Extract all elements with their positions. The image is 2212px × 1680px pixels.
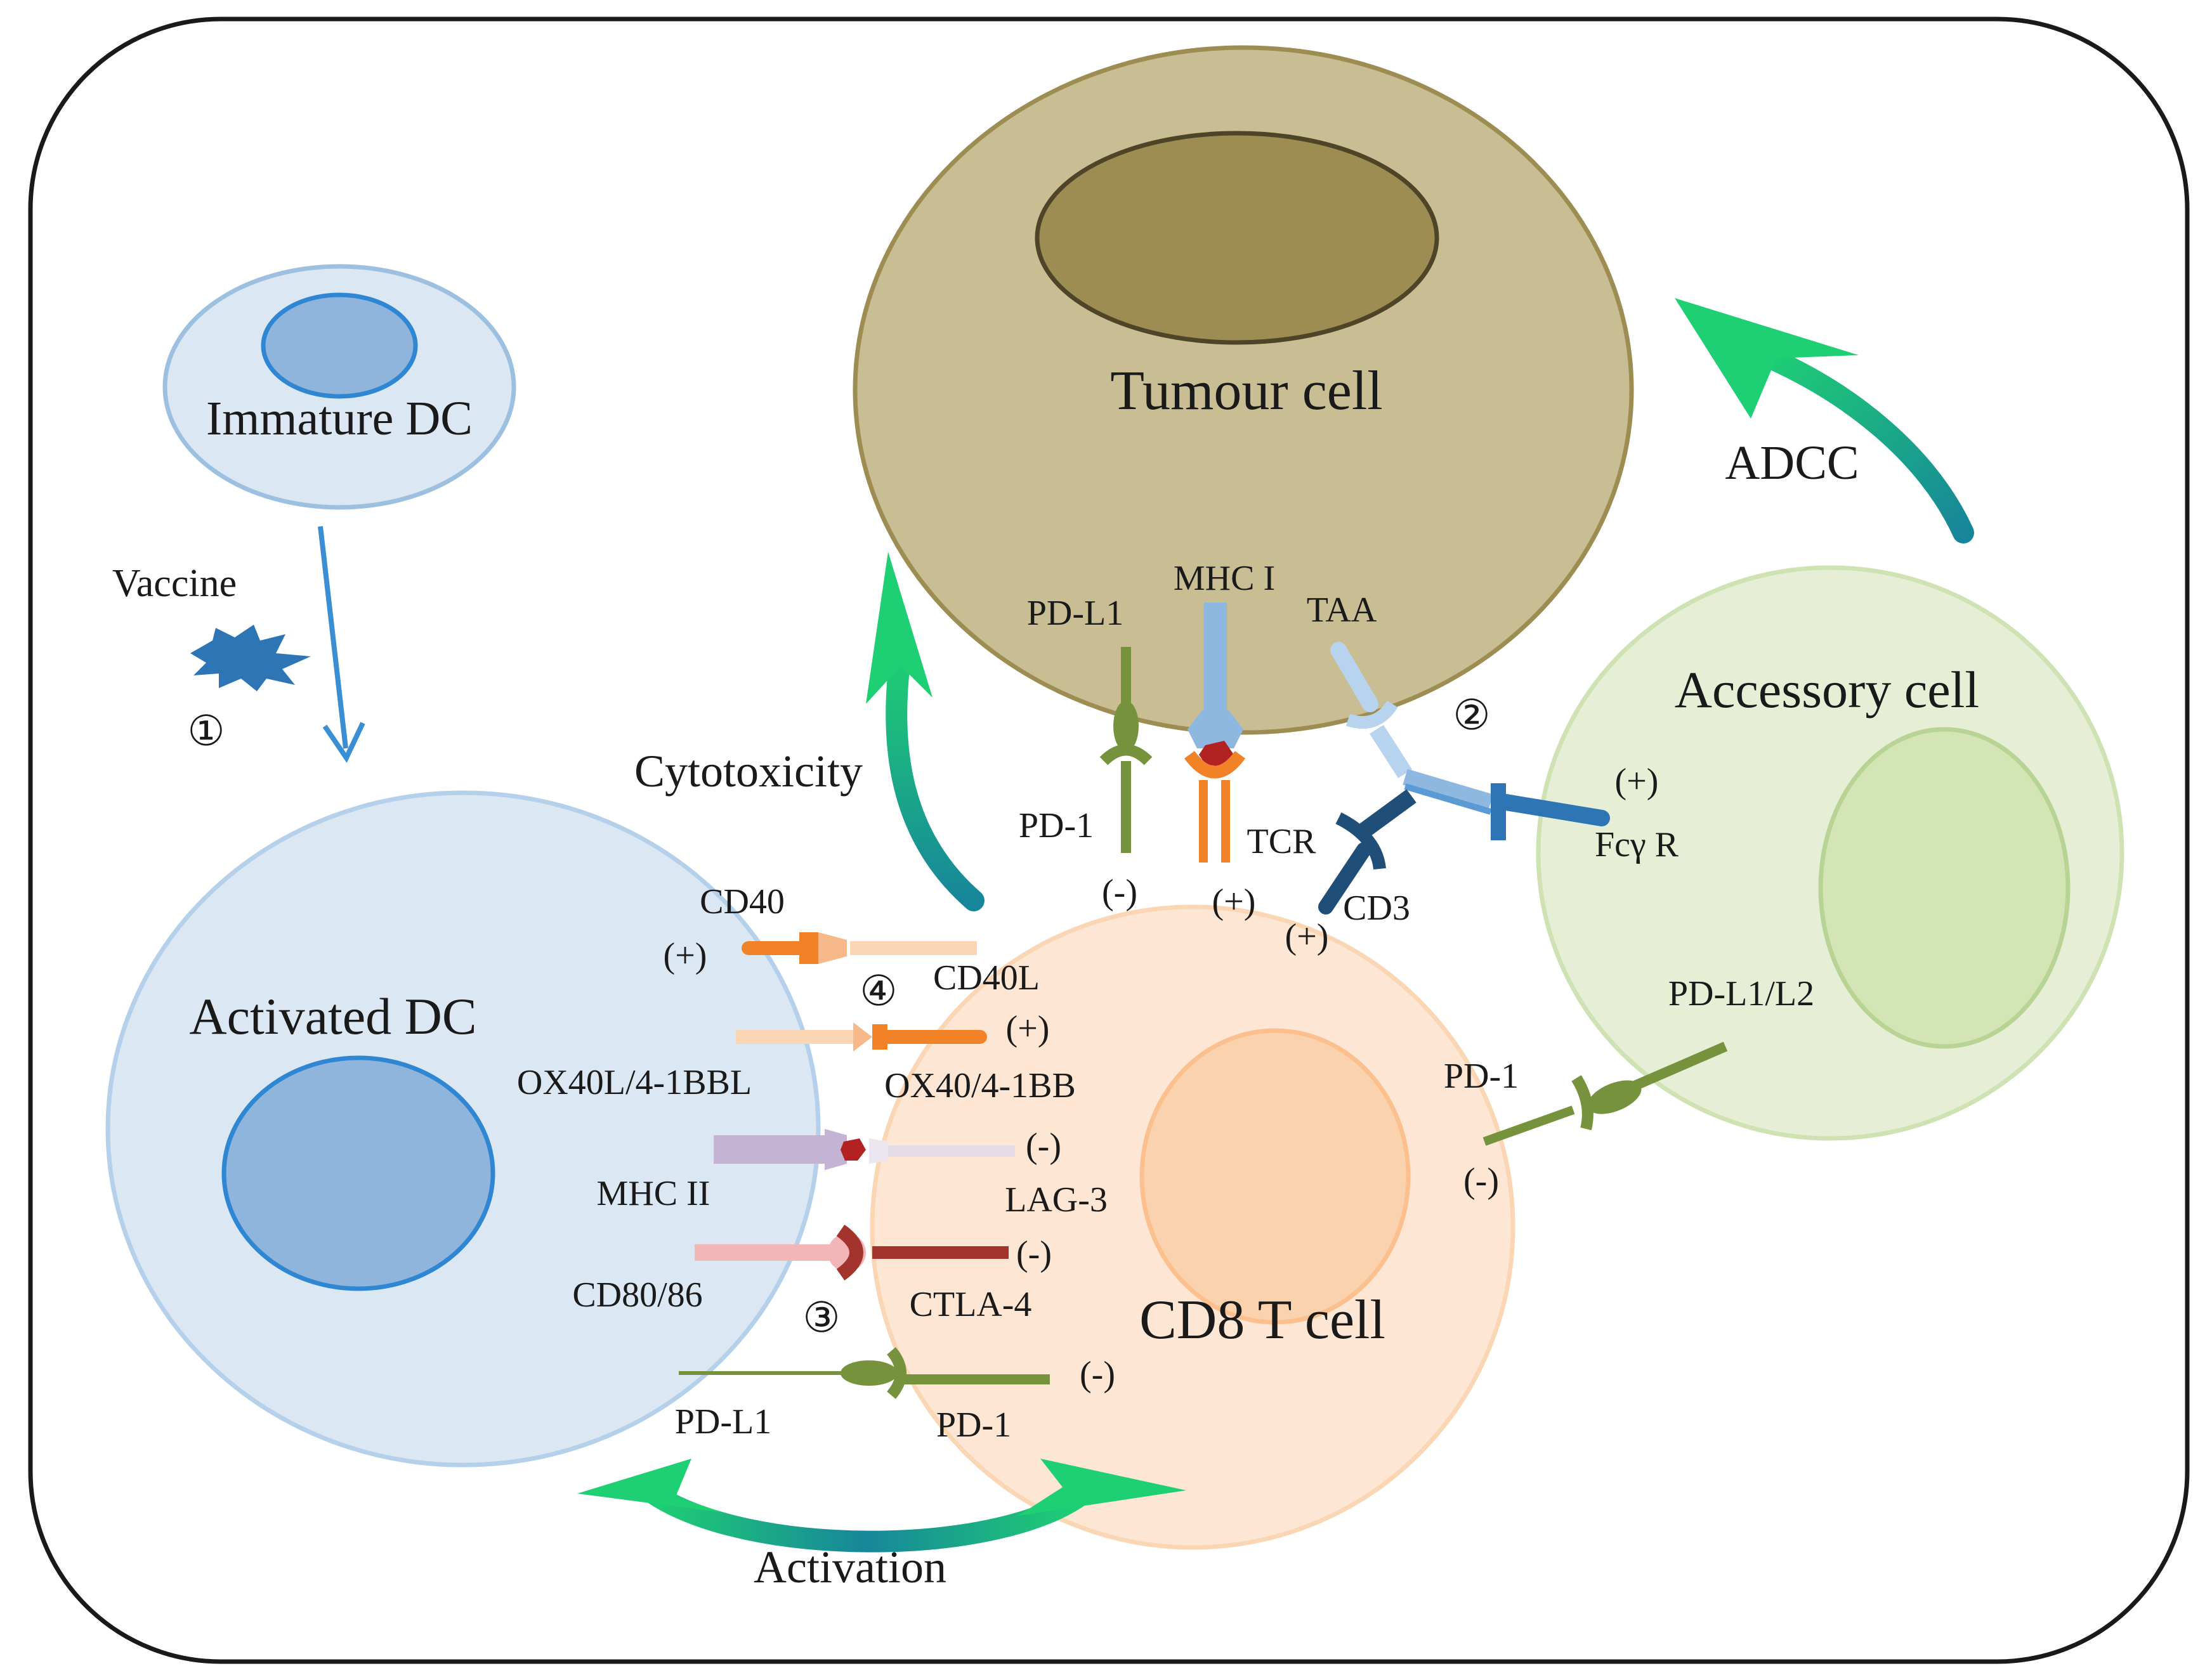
cd40-sign: (+) (664, 936, 707, 975)
pd1-top-sign: (-) (1102, 873, 1137, 912)
fcgr-label: Fcγ R (1595, 825, 1679, 864)
activated-dc-nucleus (221, 1055, 495, 1291)
immature-dc-label: Immature DC (206, 392, 473, 445)
accessory-cell (1536, 565, 2124, 1141)
ox40-sign: (+) (1006, 1009, 1050, 1048)
cd80-ctla4-pair (695, 1224, 1009, 1281)
adcc-arrow (1675, 298, 1974, 544)
cd8-t-cell (870, 904, 1515, 1550)
step-2-marker: ② (1453, 693, 1490, 739)
mhc2-lag3-pair (714, 1129, 1015, 1170)
ctla4-sign: (-) (1016, 1234, 1052, 1273)
tcr-sign: (+) (1212, 882, 1256, 921)
pdl1-pd1-tumour-pair (1099, 647, 1153, 853)
maturation-arrow (318, 526, 365, 764)
cd40-cd40l-pair (742, 932, 977, 964)
ox40l-ox40-pair (736, 1022, 987, 1052)
ox40l-label: OX40L/4-1BBL (517, 1063, 752, 1102)
mhc1-tcr-complex (1184, 602, 1246, 863)
activated-dc-cell (105, 790, 821, 1468)
taa-label: TAA (1307, 590, 1377, 630)
immature-dc-cell (162, 264, 516, 510)
mhc2-peptide (841, 1138, 866, 1161)
fcgr-sign: (+) (1615, 762, 1659, 801)
tumour-cell-nucleus (1035, 131, 1439, 345)
ox40-label: OX40/4-1BB (884, 1066, 1076, 1105)
pd1-dc-label: PD-1 (936, 1405, 1011, 1445)
cd3-label: CD3 (1343, 889, 1410, 928)
mhc2-label: MHC II (597, 1174, 710, 1213)
antigen-peptide (1199, 741, 1234, 767)
pdl1l2-pd1-accessory-pair (1482, 1041, 1728, 1146)
accessory-cell-label: Accessory cell (1675, 661, 1979, 719)
cytotoxicity-label: Cytotoxicity (634, 746, 863, 797)
accessory-cell-nucleus (1818, 727, 2071, 1049)
cd40l-label: CD40L (933, 958, 1040, 998)
pd1-acc-label: PD-1 (1444, 1057, 1519, 1096)
tcr-label: TCR (1247, 822, 1317, 861)
vaccine-icon (190, 625, 311, 691)
pd1-top-label: PD-1 (1019, 806, 1094, 845)
tumour-cell-label: Tumour cell (1110, 360, 1382, 422)
taa-antibody-complex (1318, 642, 1493, 915)
lag3-label: LAG-3 (1005, 1180, 1108, 1220)
tumour-cell (853, 45, 1634, 735)
pd1-dc-sign: (-) (1080, 1355, 1115, 1394)
cd8-t-cell-label: CD8 T cell (1139, 1289, 1385, 1351)
pdl1l2-label: PD-L1/L2 (1668, 974, 1814, 1013)
mhc1-label: MHC I (1174, 559, 1275, 598)
cd8-t-cell-nucleus (1139, 1028, 1411, 1325)
pdl1-dc-label: PD-L1 (675, 1402, 771, 1442)
pdl1-pd1-dc-pair (679, 1347, 1050, 1399)
cytotoxicity-arrow (866, 552, 985, 911)
cd80-label: CD80/86 (572, 1275, 702, 1315)
cd40-label: CD40 (700, 882, 785, 921)
immature-dc-nucleus (261, 292, 418, 399)
pdl1-tumour-label: PD-L1 (1027, 594, 1123, 633)
adcc-label: ADCC (1725, 436, 1859, 490)
step-3-marker: ③ (802, 1295, 840, 1341)
pd1-acc-sign: (-) (1463, 1161, 1499, 1201)
activation-arrow (577, 1459, 1186, 1553)
vaccine-label: Vaccine (112, 562, 237, 605)
activation-label: Activation (754, 1542, 946, 1592)
step-4-marker: ④ (860, 968, 897, 1015)
lag3-sign: (-) (1026, 1126, 1061, 1166)
cd3-sign: (+) (1285, 917, 1329, 956)
step-1-marker: ① (187, 708, 225, 755)
activated-dc-label: Activated DC (189, 987, 476, 1045)
ctla4-label: CTLA-4 (910, 1285, 1032, 1324)
fcgr-receptor (1491, 783, 1610, 840)
